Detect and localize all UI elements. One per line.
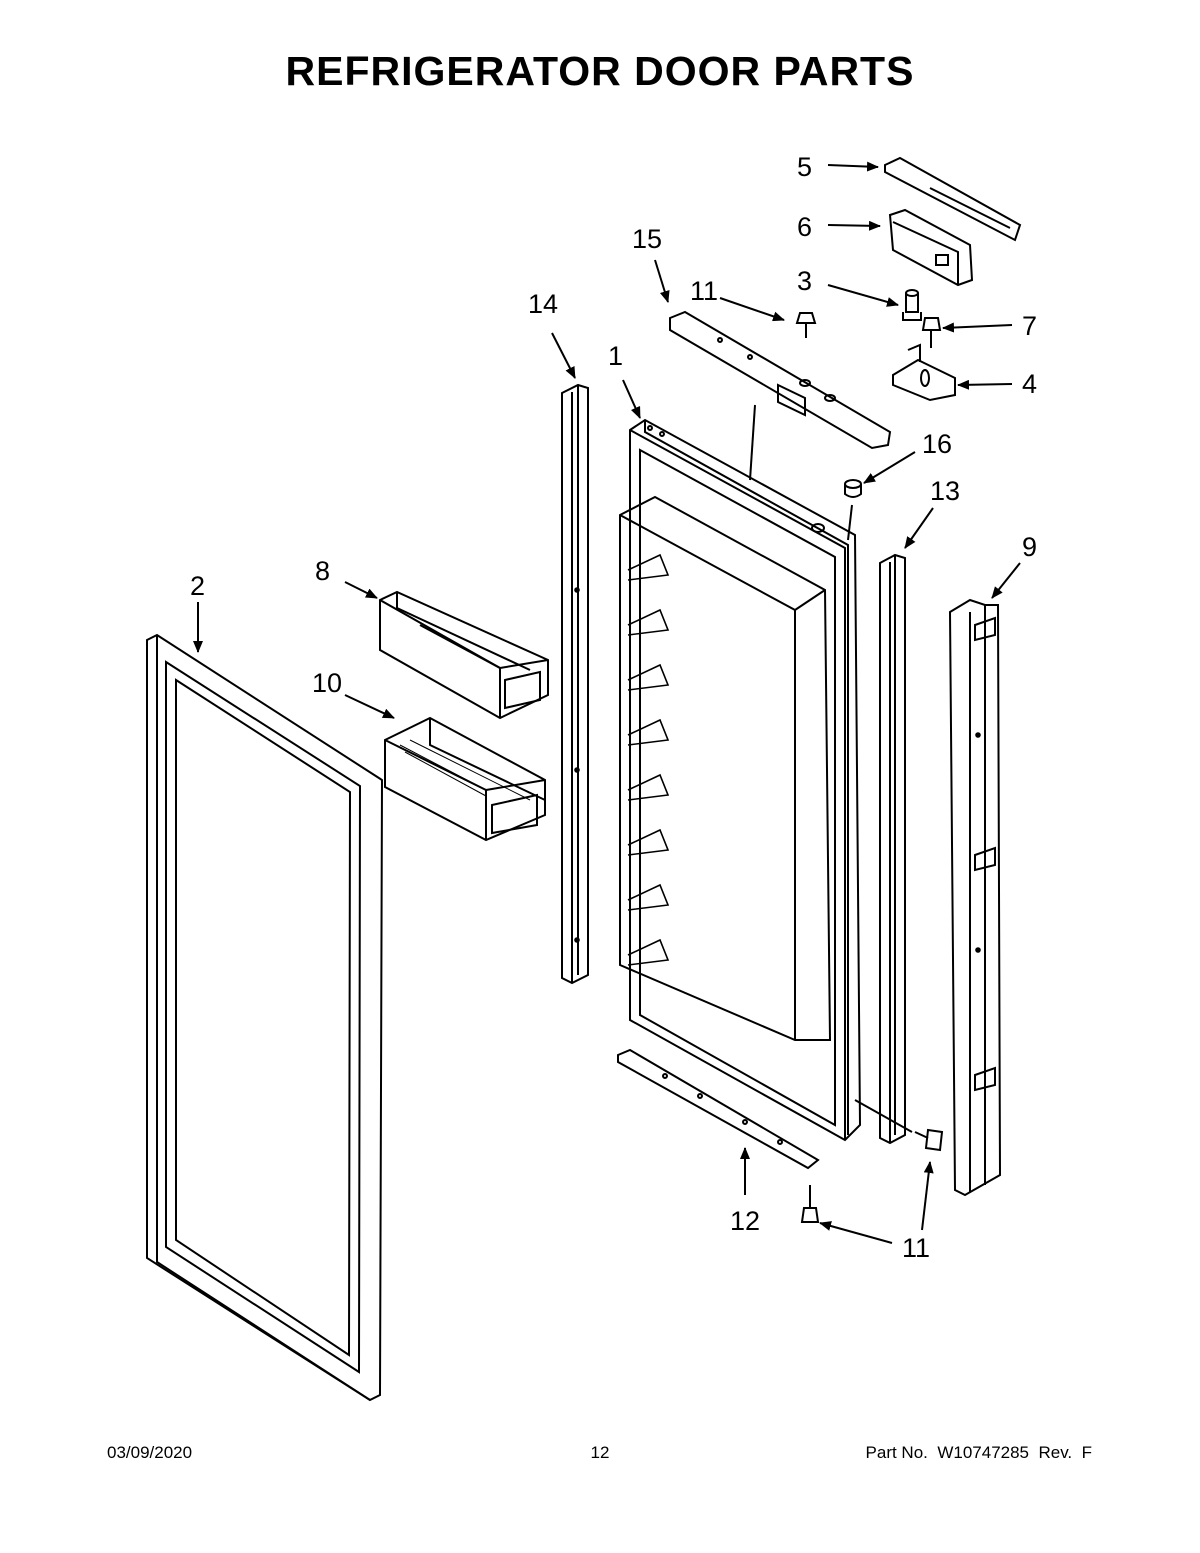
callout-4: 4 xyxy=(1022,369,1037,399)
part-9-door-handle xyxy=(948,598,1002,1197)
leader-lines xyxy=(193,161,1021,1244)
callout-11-top: 11 xyxy=(690,276,718,306)
callout-3: 3 xyxy=(797,266,812,296)
callout-13: 13 xyxy=(930,476,960,506)
callout-16: 16 xyxy=(922,429,952,459)
callout-2: 2 xyxy=(190,571,205,601)
part-15-top-bracket xyxy=(669,310,892,450)
callout-11-bottom: 11 xyxy=(902,1233,930,1263)
footer-date: 03/09/2020 xyxy=(107,1443,193,1462)
part-11-screw-bottom xyxy=(800,1185,820,1223)
part-4-hinge-bracket xyxy=(892,343,956,402)
callout-7: 7 xyxy=(1022,311,1037,341)
callout-10: 10 xyxy=(312,668,342,698)
part-14-left-trim xyxy=(561,383,589,985)
callout-8: 8 xyxy=(315,556,330,586)
part-1-door-liner xyxy=(619,418,862,1142)
part-7-hinge-screw xyxy=(921,317,942,348)
callout-5: 5 xyxy=(797,152,812,182)
part-16-hinge-bushing xyxy=(844,479,862,498)
part-3-hinge-pin xyxy=(902,289,922,321)
callout-9: 9 xyxy=(1022,532,1037,562)
part-13-right-trim xyxy=(879,553,906,1145)
footer-part-number: Part No. W10747285 Rev. F xyxy=(865,1443,1092,1462)
part-5-hinge-cover xyxy=(884,156,1022,242)
callout-15: 15 xyxy=(632,224,662,254)
callout-1: 1 xyxy=(608,341,623,371)
part-11-screw-top xyxy=(795,312,817,338)
footer-page-number: 12 xyxy=(590,1443,610,1462)
part-12-bottom-bracket xyxy=(617,1048,820,1170)
part-8-door-bin xyxy=(379,590,549,720)
callout-14: 14 xyxy=(528,289,558,319)
callout-12: 12 xyxy=(730,1206,760,1236)
callout-6: 6 xyxy=(797,212,812,242)
part-6-hinge-cover-body xyxy=(888,208,974,287)
part-10-door-bin xyxy=(384,716,546,842)
part-2-door-panel xyxy=(146,633,384,1402)
part-11-screw-side xyxy=(914,1128,944,1152)
page-title: REFRIGERATOR DOOR PARTS xyxy=(285,48,915,94)
